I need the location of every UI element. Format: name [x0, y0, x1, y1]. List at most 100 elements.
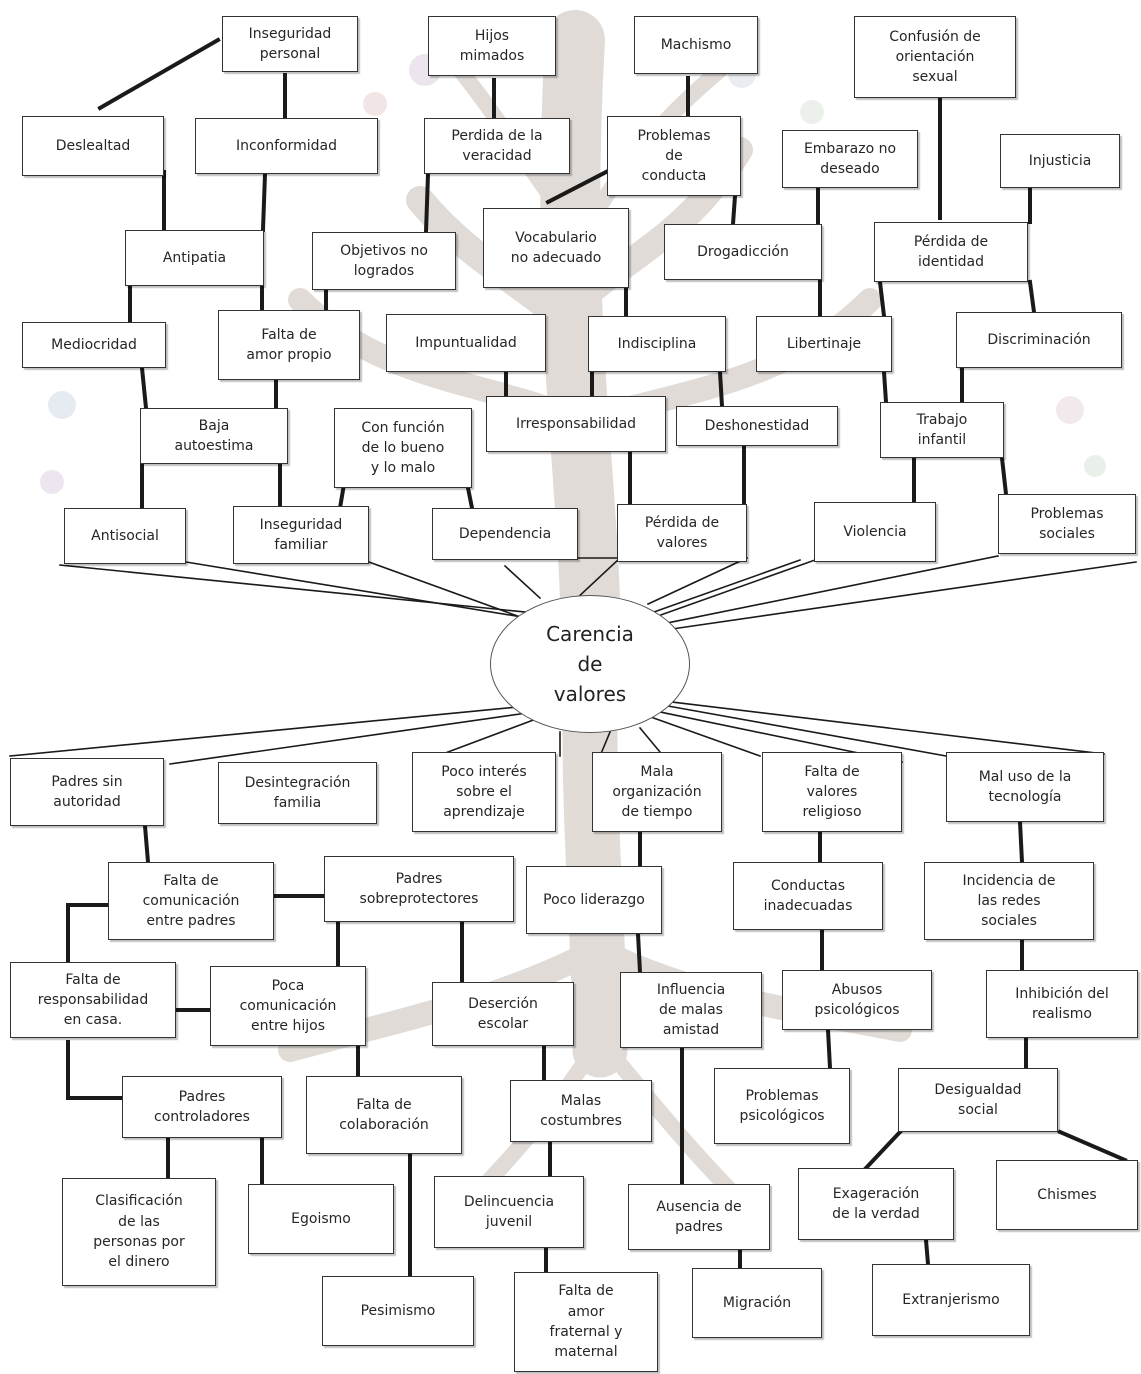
branch-connector: [877, 279, 887, 319]
node-injusticia: Injusticia: [1000, 134, 1120, 188]
branch-connector: [337, 481, 347, 511]
root-connector: [661, 555, 999, 625]
node-falta-valores-religioso: Falta de valores religioso: [762, 752, 902, 832]
node-libertinaje: Libertinaje: [756, 316, 892, 372]
node-falta-responsabilidad-casa: Falta de responsabilidad en casa.: [10, 962, 176, 1038]
node-trabajo-infantil: Trabajo infantil: [880, 402, 1004, 458]
node-objetivos-no-logrados: Objetivos no logrados: [312, 232, 456, 290]
node-poco-liderazgo: Poco liderazgo: [526, 866, 662, 934]
root-connector: [59, 564, 526, 613]
node-deslealtad: Deslealtad: [22, 116, 164, 176]
node-extranjerismo: Extranjerismo: [872, 1264, 1030, 1336]
node-desercion-escolar: Deserción escolar: [432, 982, 574, 1046]
node-mala-organizacion: Mala organización de tiempo: [592, 752, 722, 832]
root-connector: [667, 705, 947, 757]
root-connector: [646, 714, 762, 758]
root-connector: [9, 705, 529, 757]
node-abusos-psicologicos: Abusos psicológicos: [782, 970, 932, 1030]
node-perdida-valores: Pérdida de valores: [617, 504, 747, 562]
node-confusion-orientacion: Confusión de orientación sexual: [854, 16, 1016, 98]
node-egoismo: Egoismo: [248, 1184, 394, 1254]
node-problemas-psicologicos: Problemas psicológicos: [714, 1068, 850, 1144]
node-discriminacion: Discriminación: [956, 312, 1122, 368]
node-machismo: Machismo: [634, 16, 758, 74]
node-inconformidad: Inconformidad: [195, 118, 378, 174]
node-falta-colaboracion: Falta de colaboración: [306, 1076, 462, 1154]
node-drogadiccion: Drogadicción: [664, 224, 822, 280]
node-hijos-mimados: Hijos mimados: [428, 16, 556, 76]
root-connector: [638, 726, 662, 754]
node-indisciplina: Indisciplina: [588, 316, 726, 372]
node-inseguridad-personal: Inseguridad personal: [222, 16, 358, 72]
node-padres-controladores: Padres controladores: [122, 1076, 282, 1138]
node-baja-autoestima: Baja autoestima: [140, 408, 288, 464]
node-desigualdad-social: Desigualdad social: [898, 1068, 1058, 1132]
root-connector: [656, 558, 817, 618]
node-padres-sin-autoridad: Padres sin autoridad: [10, 758, 164, 826]
node-vocabulario-no-adecuado: Vocabulario no adecuado: [483, 208, 629, 288]
branch-connector: [1017, 819, 1025, 865]
node-exageracion-verdad: Exageración de la verdad: [798, 1168, 954, 1240]
branch-connector: [999, 455, 1009, 497]
node-incidencia-redes: Incidencia de las redes sociales: [924, 862, 1094, 940]
node-antisocial: Antisocial: [64, 508, 186, 564]
branch-connector: [1027, 279, 1037, 315]
node-irresponsabilidad: Irresponsabilidad: [486, 396, 666, 452]
node-chismes: Chismes: [996, 1160, 1138, 1230]
branch-connector: [97, 37, 221, 111]
branch-connector: [545, 167, 613, 205]
root-connector: [185, 561, 529, 619]
root-connector: [367, 560, 536, 624]
central-node: Carencia de valores: [490, 595, 690, 733]
branch-connector: [423, 171, 431, 235]
node-ausencia-padres: Ausencia de padres: [628, 1184, 770, 1250]
node-inseguridad-familiar: Inseguridad familiar: [233, 506, 369, 564]
branch-connector: [881, 369, 889, 405]
branch-connector: [923, 1237, 931, 1267]
root-connector: [169, 711, 535, 765]
node-falta-amor-propio: Falta de amor propio: [218, 310, 360, 380]
root-connector: [652, 558, 802, 614]
node-padres-sobreprotectores: Padres sobreprotectores: [324, 856, 514, 922]
node-perdida-veracidad: Perdida de la veracidad: [424, 118, 570, 174]
node-influencia-malas-amistad: Influencia de malas amistad: [620, 972, 762, 1048]
branch-connector: [139, 365, 149, 411]
node-malas-costumbres: Malas costumbres: [510, 1080, 652, 1142]
branch-connector: [465, 485, 475, 511]
node-poca-comunicacion-hijos: Poca comunicación entre hijos: [210, 966, 366, 1046]
node-poco-interes: Poco interés sobre el aprendizaje: [412, 752, 556, 832]
branch-connector: [730, 193, 738, 227]
node-pesimismo: Pesimismo: [322, 1276, 474, 1346]
node-desintegracion-familia: Desintegración familia: [218, 762, 377, 824]
branch-connector: [863, 1129, 903, 1171]
node-con-funcion: Con función de lo bueno y lo malo: [334, 408, 472, 488]
node-delincuencia-juvenil: Delincuencia juvenil: [434, 1176, 584, 1248]
node-violencia: Violencia: [814, 502, 936, 562]
node-inhibicion-realismo: Inhibición del realismo: [986, 970, 1138, 1038]
branch-connector: [717, 369, 725, 409]
node-mediocridad: Mediocridad: [22, 322, 166, 368]
branch-connector: [825, 1027, 833, 1071]
node-problemas-sociales: Problemas sociales: [998, 494, 1136, 554]
node-deshonestidad: Deshonestidad: [676, 406, 838, 446]
node-problemas-conducta: Problemas de conducta: [607, 116, 741, 196]
node-clasificacion-personas: Clasificación de las personas por el din…: [62, 1178, 216, 1286]
root-connector: [646, 556, 749, 606]
node-conductas-inadecuadas: Conductas inadecuadas: [733, 862, 883, 930]
branch-connector: [1057, 1129, 1128, 1163]
node-perdida-identidad: Pérdida de identidad: [874, 222, 1028, 282]
node-migracion: Migración: [692, 1268, 822, 1338]
root-connector: [671, 701, 1105, 755]
branch-connector: [142, 823, 151, 865]
branch-connector: [260, 171, 268, 233]
node-dependencia: Dependencia: [432, 508, 578, 560]
root-connector: [664, 561, 1137, 631]
branch-connector: [635, 931, 643, 975]
root-connector: [573, 556, 622, 602]
node-mal-uso-tecnologia: Mal uso de la tecnología: [946, 752, 1104, 822]
root-connector: [503, 564, 542, 600]
node-falta-amor-fraternal: Falta de amor fraternal y maternal: [514, 1272, 658, 1372]
node-embarazo-no-deseado: Embarazo no deseado: [782, 130, 918, 188]
